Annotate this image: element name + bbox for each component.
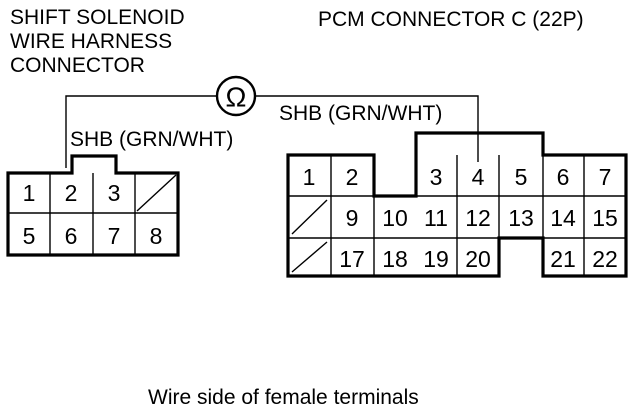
pcm-pin-9: 9: [346, 205, 359, 231]
pcm-pin-19: 19: [423, 246, 449, 272]
pcm-pin-18: 18: [382, 246, 408, 272]
left-title-line-1: SHIFT SOLENOID: [10, 6, 185, 29]
left-title-line-2: WIRE HARNESS: [10, 30, 172, 53]
left-pin-8: 8: [150, 223, 163, 249]
left-pin-6: 6: [65, 223, 78, 249]
left-wire-label: SHB (GRN/WHT): [70, 128, 233, 151]
pcm-pin-2: 2: [346, 164, 359, 190]
pcm-pin-22: 22: [592, 246, 618, 272]
left-title-line-3: CONNECTOR: [10, 54, 145, 77]
ohmmeter-icon: Ω: [215, 75, 257, 117]
left-blank-cavity: [136, 174, 177, 212]
right-wire-label: SHB (GRN/WHT): [279, 102, 442, 125]
pcm-pin-12: 12: [465, 205, 491, 231]
pcm-pin-13: 13: [508, 205, 534, 231]
pcm-pin-10: 10: [382, 205, 408, 231]
ohm-symbol: Ω: [226, 82, 247, 113]
shift-solenoid-connector: 1 2 3 5 6 7 8: [6, 154, 180, 257]
left-pin-5: 5: [23, 223, 36, 249]
pcm-pin-3: 3: [430, 164, 443, 190]
pcm-pin-17: 17: [339, 246, 365, 272]
probe-wire-left: [65, 95, 217, 168]
pcm-blank-cavity: [291, 199, 328, 235]
pcm-pin-20: 20: [465, 246, 491, 272]
pcm-pin-14: 14: [550, 205, 576, 231]
probe-wire-right: [255, 95, 479, 162]
pcm-connector-body: [286, 131, 628, 278]
pcm-pin-15: 15: [592, 205, 618, 231]
left-pin-1: 1: [23, 180, 36, 206]
pcm-pin-21: 21: [550, 246, 576, 272]
pcm-blank-cavity: [291, 241, 328, 273]
left-pin-7: 7: [108, 223, 121, 249]
pcm-pin-11: 11: [424, 205, 448, 231]
left-pin-3: 3: [108, 180, 121, 206]
pcm-pin-4: 4: [472, 164, 485, 190]
diagram-caption: Wire side of female terminals: [148, 386, 419, 409]
pcm-pin-6: 6: [557, 164, 570, 190]
pcm-connector-title: PCM CONNECTOR C (22P): [318, 8, 584, 31]
pcm-pin-5: 5: [515, 164, 528, 190]
pcm-connector: 1 2 3 4 5 6 7 9 10 11 12 13 14 15 17 18 …: [286, 131, 628, 278]
left-connector-body: [6, 154, 180, 257]
left-pin-2: 2: [65, 180, 78, 206]
pcm-pin-1: 1: [303, 164, 316, 190]
pcm-pin-7: 7: [599, 164, 612, 190]
